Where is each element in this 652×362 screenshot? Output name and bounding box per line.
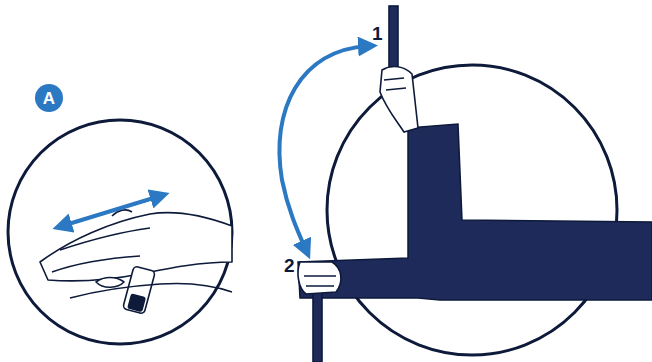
callout-number: 1 [372,24,383,43]
arm-sleeve [298,124,652,300]
badge-circle [35,84,63,112]
motion-arrow [62,196,160,226]
detail-circle [8,120,232,344]
badge-letter: A [43,90,55,107]
motion-arrow [279,46,368,250]
hand-up [380,6,418,132]
hand-down [298,262,341,362]
callout-number: 2 [284,256,295,275]
detail-circle [327,65,617,355]
step-badge: A [34,83,64,113]
